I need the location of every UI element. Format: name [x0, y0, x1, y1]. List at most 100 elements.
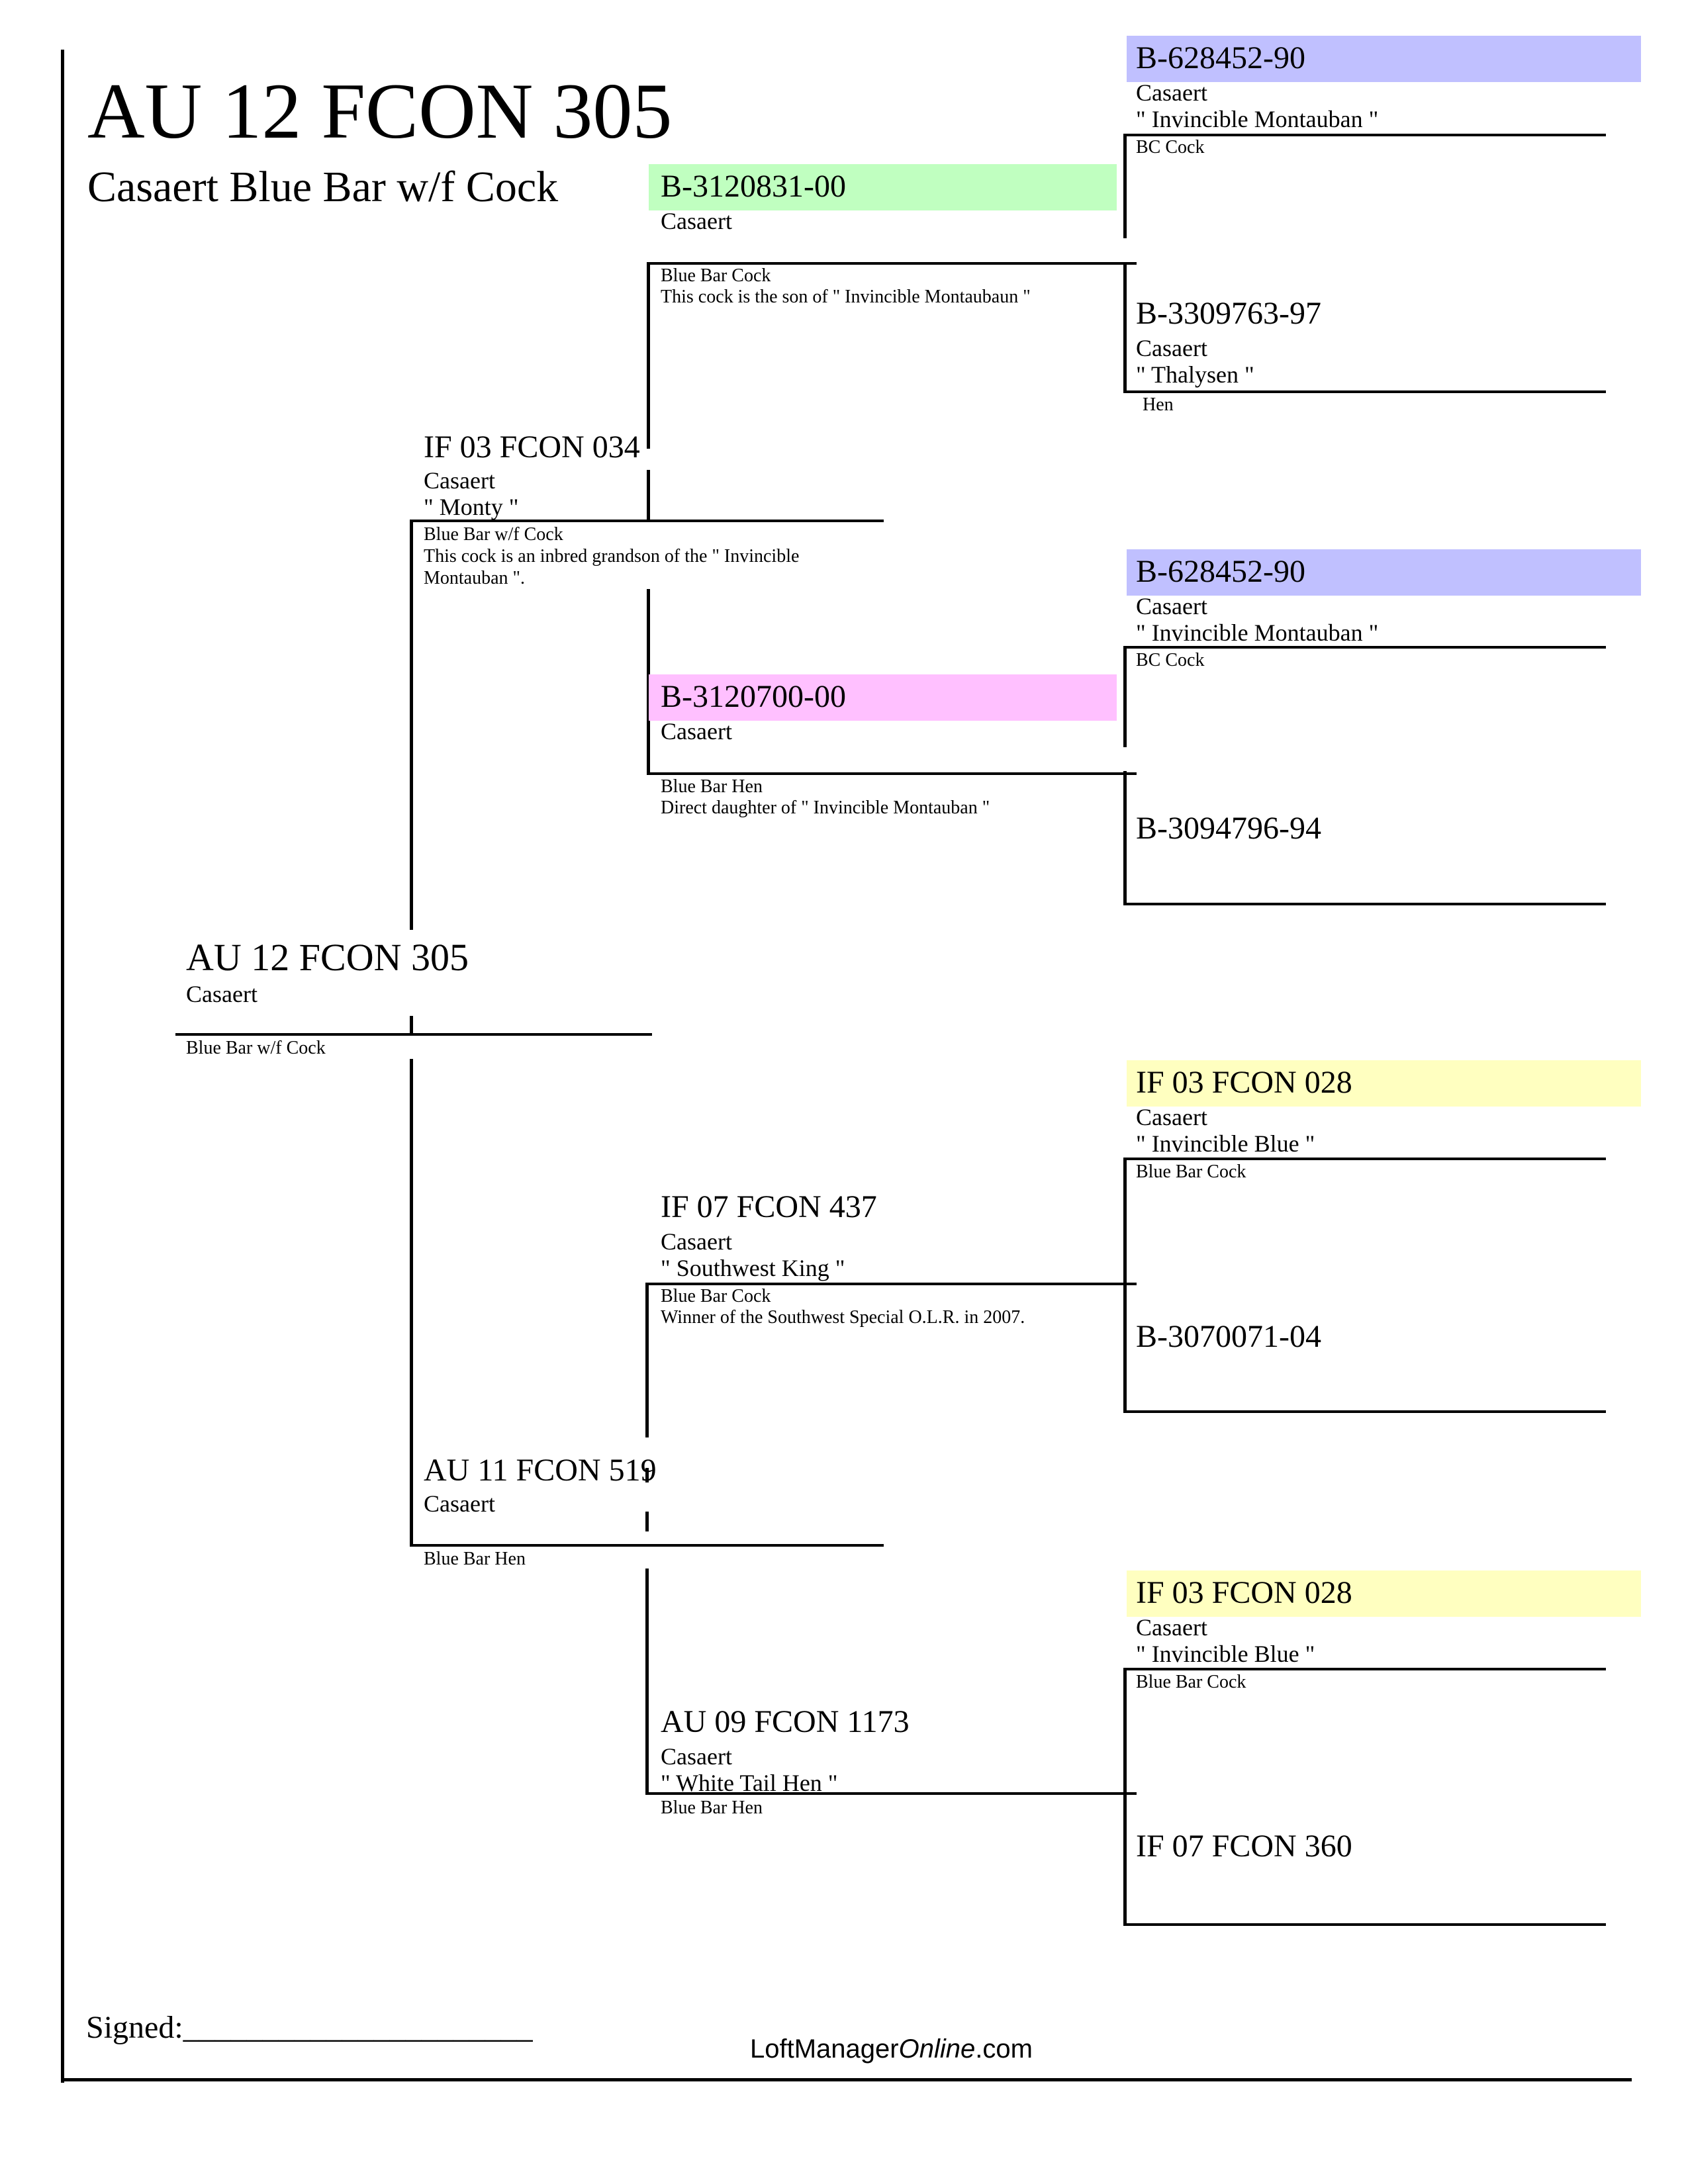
connector-gen3-c — [1123, 647, 1127, 747]
gen3-band: B-628452-90 — [1136, 554, 1305, 589]
connector-dam-mid2 — [645, 1512, 649, 1531]
sire-sire-strain: Casaert — [661, 208, 732, 234]
gen3-band: IF 07 FCON 360 — [1136, 1829, 1352, 1864]
gen3-line — [1123, 390, 1606, 393]
gen3-color-sex: BC Cock — [1136, 650, 1205, 670]
connector-dam-dam — [645, 1569, 649, 1795]
gen3-line — [1123, 1410, 1606, 1413]
sire-strain: Casaert — [424, 467, 495, 494]
signed-text: Signed: — [86, 2010, 183, 2045]
connector-dam-sire — [645, 1284, 649, 1437]
gen3-band: B-3094796-94 — [1136, 811, 1321, 846]
highlight-band — [1127, 36, 1641, 82]
gen3-line — [1123, 1923, 1606, 1926]
gen3-strain: Casaert — [1136, 335, 1207, 361]
sire-color-sex: Blue Bar w/f Cock — [424, 524, 563, 545]
gen3-color-sex: Blue Bar Cock — [1136, 1672, 1246, 1692]
gen3-name: " Invincible Montauban " — [1136, 619, 1379, 646]
page-bottom-border — [61, 2078, 1632, 2081]
gen3-band: B-3070071-04 — [1136, 1319, 1321, 1354]
signature-field[interactable]: ______________________ — [183, 2010, 533, 2045]
highlight-band — [649, 674, 1117, 721]
connector-dam — [410, 1059, 413, 1547]
sire-dam-line — [647, 772, 1137, 775]
page-left-border — [61, 50, 64, 2083]
gen3-name: " Invincible Blue " — [1136, 1130, 1315, 1157]
gen3-name: " Invincible Blue " — [1136, 1641, 1315, 1667]
connector-gen3-d — [1123, 771, 1127, 905]
gen3-strain: Casaert — [1136, 79, 1207, 106]
connector-sire-lower — [410, 1016, 413, 1034]
gen3-line — [1123, 1158, 1606, 1160]
gen3-color-sex: Blue Bar Cock — [1136, 1161, 1246, 1182]
gen3-line — [1123, 1668, 1606, 1670]
footer-brand: LoftManagerOnline.com — [750, 2036, 1033, 2062]
brand-prefix: LoftManager — [750, 2034, 899, 2064]
gen3-color-sex: BC Cock — [1136, 137, 1205, 158]
sire-sire-line — [647, 262, 1137, 265]
sire-sire-band: B-3120831-00 — [661, 169, 846, 204]
connector-gen3-f — [1123, 1668, 1127, 1926]
highlight-band — [1127, 1570, 1641, 1617]
dam-sire-name: " Southwest King " — [661, 1255, 845, 1281]
gen3-color-sex: Hen — [1143, 394, 1174, 415]
highlight-band — [1127, 549, 1641, 596]
dam-band: AU 11 FCON 519 — [424, 1453, 657, 1488]
highlight-band — [649, 164, 1117, 210]
gen3-strain: Casaert — [1136, 593, 1207, 619]
connector-sire-dam — [647, 589, 650, 774]
dam-sire-color-sex: Blue Bar Cock — [661, 1286, 771, 1306]
highlight-band — [1127, 1060, 1641, 1107]
connector-dam-mid — [645, 1468, 649, 1482]
dam-sire-notes: Winner of the Southwest Special O.L.R. i… — [661, 1307, 1025, 1328]
gen3-strain: Casaert — [1136, 1104, 1207, 1130]
gen3-name: " Invincible Montauban " — [1136, 106, 1379, 132]
sire-dam-band: B-3120700-00 — [661, 679, 846, 714]
page-subtitle: Casaert Blue Bar w/f Cock — [87, 163, 559, 211]
gen3-band: B-628452-90 — [1136, 40, 1305, 75]
dam-dam-name: " White Tail Hen " — [661, 1770, 838, 1796]
gen3-line — [1123, 134, 1606, 136]
signed-label: Signed:______________________ — [86, 2012, 533, 2044]
gen3-line — [1123, 903, 1606, 905]
dam-sire-band: IF 07 FCON 437 — [661, 1189, 877, 1224]
sire-line — [410, 520, 884, 522]
brand-suffix: .com — [975, 2034, 1033, 2064]
subject-line — [175, 1033, 652, 1036]
page-title: AU 12 FCON 305 — [87, 67, 673, 155]
sire-band: IF 03 FCON 034 — [424, 430, 640, 465]
subject-strain: Casaert — [186, 981, 258, 1007]
connector-gen3-a — [1123, 135, 1127, 238]
sire-name: " Monty " — [424, 494, 519, 520]
connector-sire-mid — [647, 470, 650, 521]
sire-sire-notes: This cock is the son of " Invincible Mon… — [661, 287, 1031, 307]
sire-dam-strain: Casaert — [661, 718, 732, 745]
connector-sire-sire — [647, 262, 650, 449]
connector-gen3-e — [1123, 1158, 1127, 1413]
gen3-band: IF 03 FCON 028 — [1136, 1575, 1352, 1610]
dam-strain: Casaert — [424, 1490, 495, 1517]
dam-sire-line — [645, 1283, 1137, 1285]
gen3-name: " Thalysen " — [1136, 361, 1254, 388]
sire-dam-color-sex: Blue Bar Hen — [661, 776, 763, 797]
gen3-band: B-3309763-97 — [1136, 296, 1321, 331]
sire-sire-color-sex: Blue Bar Cock — [661, 265, 771, 286]
dam-line — [410, 1544, 884, 1547]
sire-notes-line2: Montauban ". — [424, 568, 525, 588]
connector-sire — [410, 521, 413, 930]
gen3-band: IF 03 FCON 028 — [1136, 1065, 1352, 1100]
dam-color-sex: Blue Bar Hen — [424, 1549, 526, 1569]
sire-notes-line1: This cock is an inbred grandson of the "… — [424, 546, 800, 567]
dam-dam-color-sex: Blue Bar Hen — [661, 1797, 763, 1818]
dam-dam-line — [645, 1792, 1137, 1795]
dam-dam-strain: Casaert — [661, 1743, 732, 1770]
sire-dam-notes: Direct daughter of " Invincible Montauba… — [661, 797, 990, 818]
subject-band: AU 12 FCON 305 — [186, 936, 469, 979]
dam-dam-band: AU 09 FCON 1173 — [661, 1704, 910, 1739]
connector-gen3-b — [1123, 263, 1127, 393]
dam-sire-strain: Casaert — [661, 1228, 732, 1255]
gen3-line — [1123, 646, 1606, 649]
subject-color-sex: Blue Bar w/f Cock — [186, 1038, 326, 1058]
gen3-strain: Casaert — [1136, 1614, 1207, 1641]
brand-italic: Online — [898, 2034, 976, 2064]
